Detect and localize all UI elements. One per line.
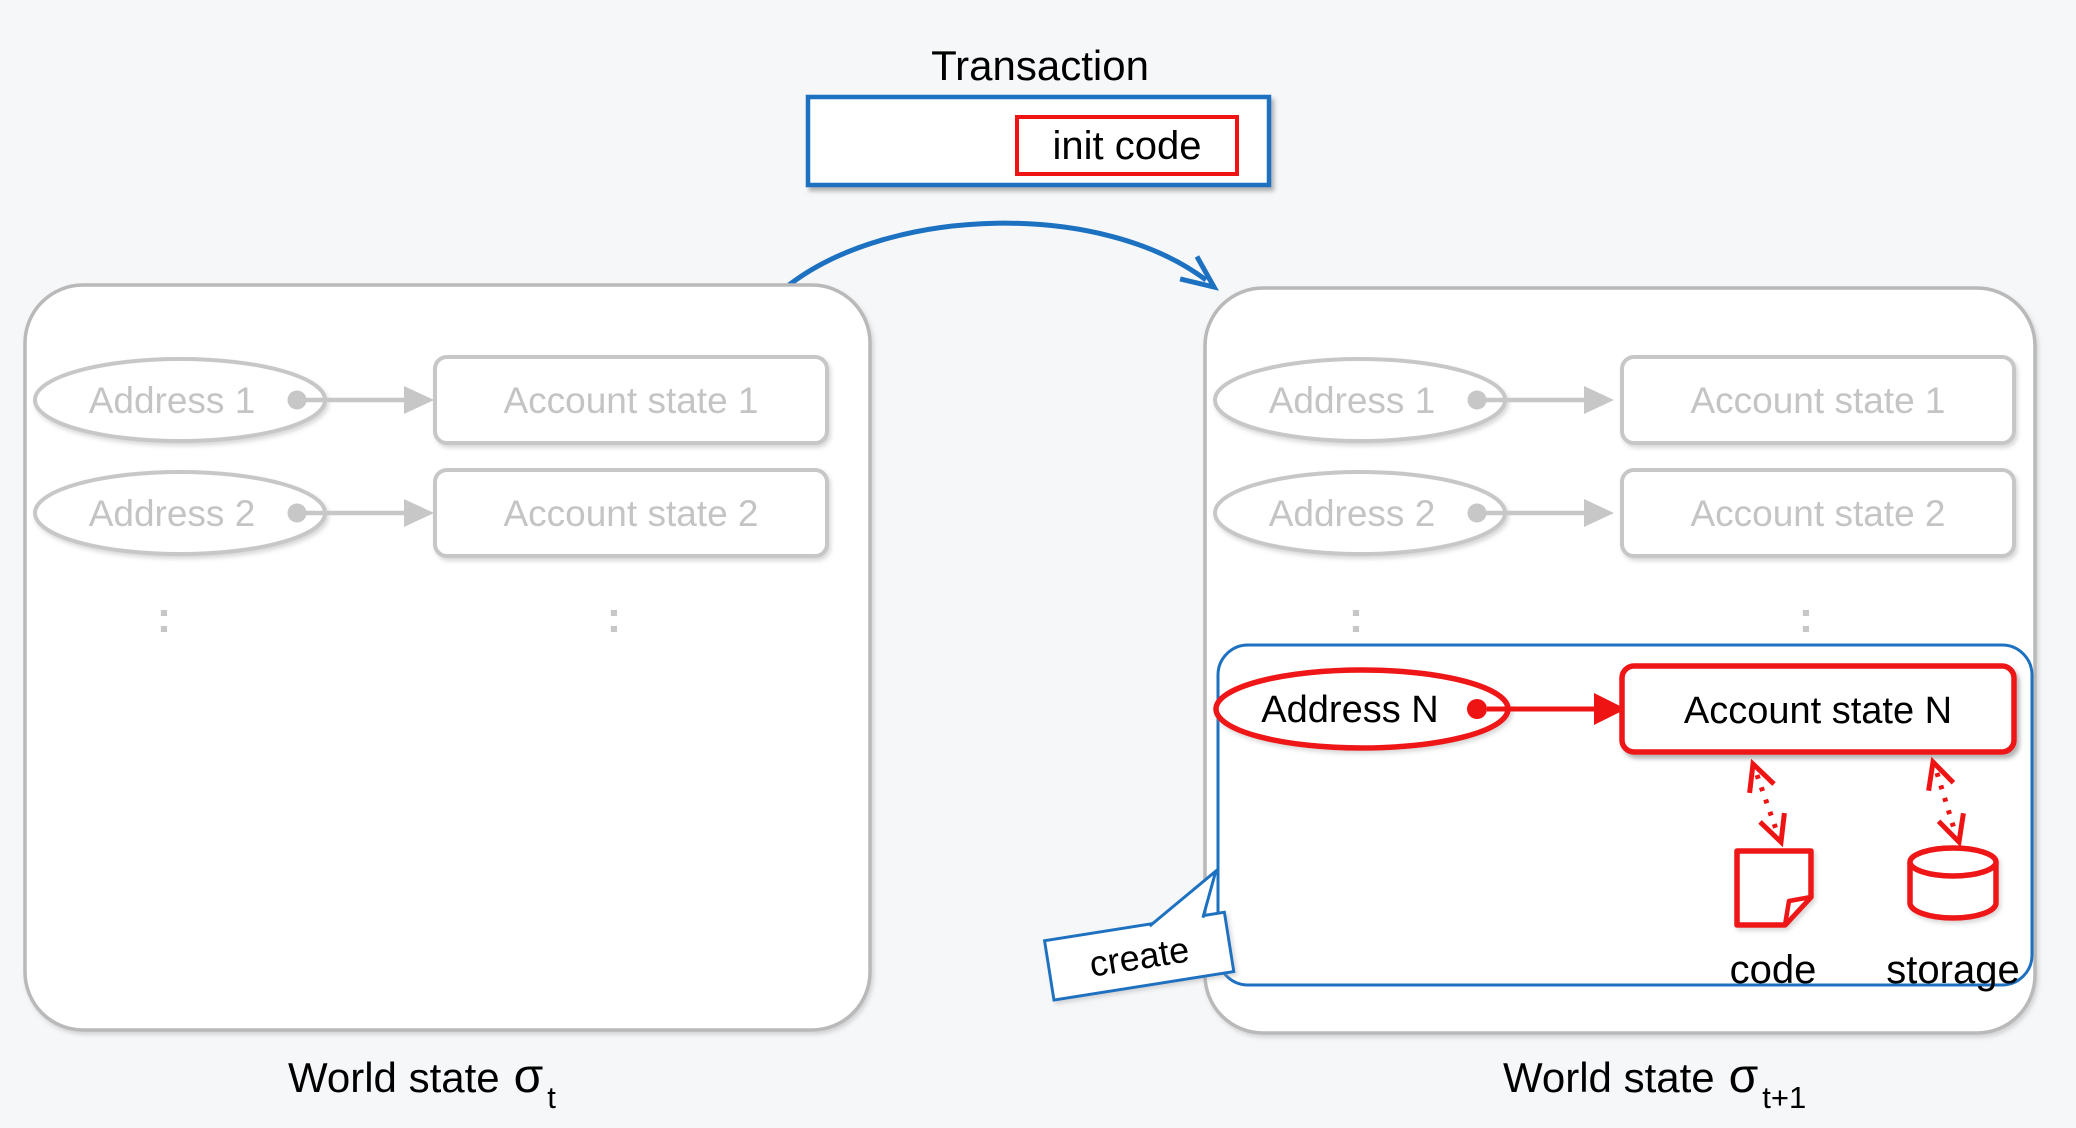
- account-state-box: [1620, 468, 2016, 558]
- account-state-label: Account state 1: [503, 380, 758, 421]
- new-account-group: Address N Account state N: [1213, 643, 2034, 992]
- mapping-dot: [1467, 503, 1487, 523]
- world-state-t1-box: Address 1 Account state 1 Address 2 Acco…: [1042, 286, 2037, 1035]
- storage-link-arrow: [1926, 756, 1966, 848]
- mapping-dot-red: [1467, 699, 1487, 719]
- address-label: Address 1: [1269, 380, 1436, 421]
- storage-label: storage: [1886, 948, 2019, 992]
- address-label: Address 1: [89, 380, 256, 421]
- right-row-2: Address 2 Account state 2: [1213, 468, 2016, 558]
- create-callout: create: [1042, 866, 1236, 1002]
- transition-arrow: [787, 220, 1219, 291]
- account-state-n-box: [1619, 663, 2017, 755]
- mapping-dot: [1467, 390, 1487, 410]
- account-state-n-label: Account state N: [1684, 690, 1952, 732]
- mapping-arrowhead: [1584, 386, 1614, 414]
- ellipsis-dots: :: [607, 593, 622, 642]
- init-code-box: init code: [1015, 115, 1239, 176]
- storage-icon: [1907, 845, 1999, 921]
- left-row-2: Address 2 Account state 2: [33, 468, 829, 558]
- mapping-arrowhead: [1584, 499, 1614, 527]
- init-code-label: init code: [1053, 124, 1202, 168]
- account-state-label: Account state 2: [503, 493, 758, 534]
- right-row-1: Address 1 Account state 1: [1213, 355, 2016, 445]
- create-callout-tail: [1148, 866, 1219, 928]
- mapping-arrowhead: [404, 499, 434, 527]
- mapping-arrowhead: [404, 386, 434, 414]
- ellipsis-dots: :: [1349, 593, 1364, 642]
- address-label: Address 2: [1269, 493, 1436, 534]
- account-state-box: [433, 355, 829, 445]
- transition-arrowhead: [1179, 255, 1219, 291]
- mapping-arrowhead-red: [1594, 693, 1626, 725]
- account-state-box: [1620, 355, 2016, 445]
- account-state-label: Account state 2: [1690, 493, 1945, 534]
- world-state-t-box: Address 1 Account state 1 Address 2 Acco…: [23, 283, 872, 1032]
- address-label: Address 2: [89, 493, 256, 534]
- account-state-box: [433, 468, 829, 558]
- left-row-1: Address 1 Account state 1: [33, 355, 829, 445]
- account-state-label: Account state 1: [1690, 380, 1945, 421]
- transaction-title: Transaction: [931, 42, 1149, 89]
- code-label: code: [1730, 948, 1817, 992]
- code-icon: [1734, 848, 1814, 928]
- address-n-label: Address N: [1261, 689, 1438, 731]
- ellipsis-dots: :: [1799, 593, 1814, 642]
- mapping-dot: [287, 390, 307, 410]
- ellipsis-dots: :: [157, 593, 172, 642]
- code-link-arrow: [1747, 758, 1787, 848]
- transaction-box: init code: [805, 94, 1272, 188]
- mapping-dot: [287, 503, 307, 523]
